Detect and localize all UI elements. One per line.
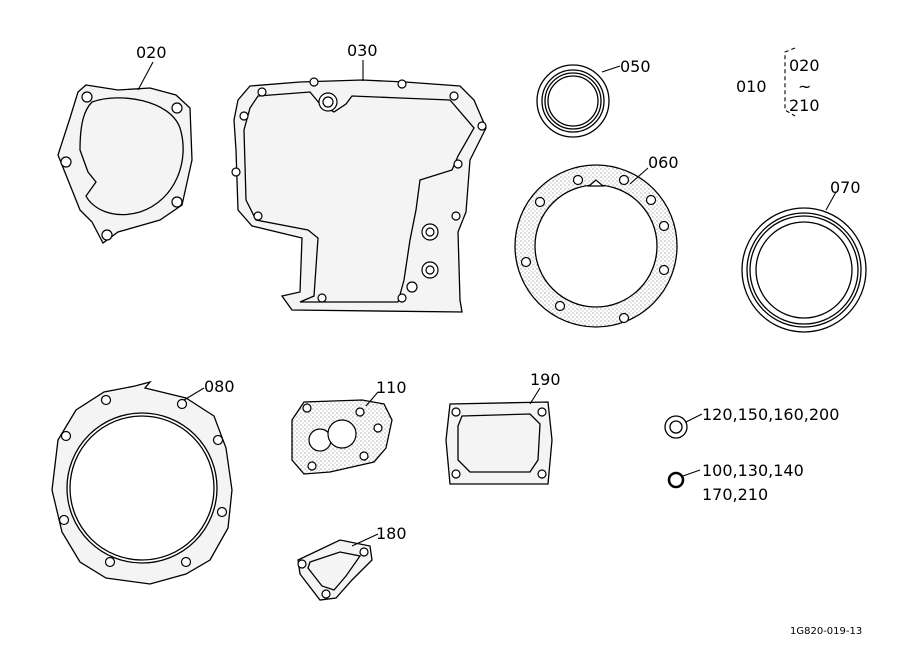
- range-to: 210: [789, 96, 820, 115]
- gasket-020: 020: [57, 43, 193, 244]
- callout-070: 070: [830, 178, 861, 197]
- seal-ring-070: 070: [741, 178, 867, 333]
- callout-060: 060: [648, 153, 679, 172]
- callout-030: 030: [347, 41, 378, 60]
- gasket-030: 030: [231, 41, 487, 313]
- o-ring-small: 100,130,140 170,210: [667, 461, 804, 504]
- range-tilde: ~: [798, 77, 811, 96]
- range-from: 020: [789, 56, 820, 75]
- callout-190: 190: [530, 370, 561, 389]
- callout-180: 180: [376, 524, 407, 543]
- callout-020: 020: [136, 43, 167, 62]
- gasket-060: 060: [514, 153, 679, 328]
- callout-050: 050: [620, 57, 651, 76]
- gasket-190: 190: [445, 370, 561, 485]
- o-ring-large-label: 120,150,160,200: [702, 405, 839, 424]
- gasket-080: 080: [51, 377, 235, 585]
- o-ring-small-label-1: 100,130,140: [702, 461, 804, 480]
- oil-seal-050: 050: [536, 57, 651, 138]
- range-note-010: 010 020 ~ 210: [736, 47, 820, 117]
- gasket-180: 180: [297, 524, 407, 601]
- o-ring-large: 120,150,160,200: [664, 405, 839, 439]
- o-ring-small-label-2: 170,210: [702, 485, 768, 504]
- callout-080: 080: [204, 377, 235, 396]
- callout-110: 110: [376, 378, 407, 397]
- gasket-110: 110: [291, 378, 407, 475]
- figure-code: 1G820-019-13: [790, 626, 862, 637]
- range-prefix: 010: [736, 77, 767, 96]
